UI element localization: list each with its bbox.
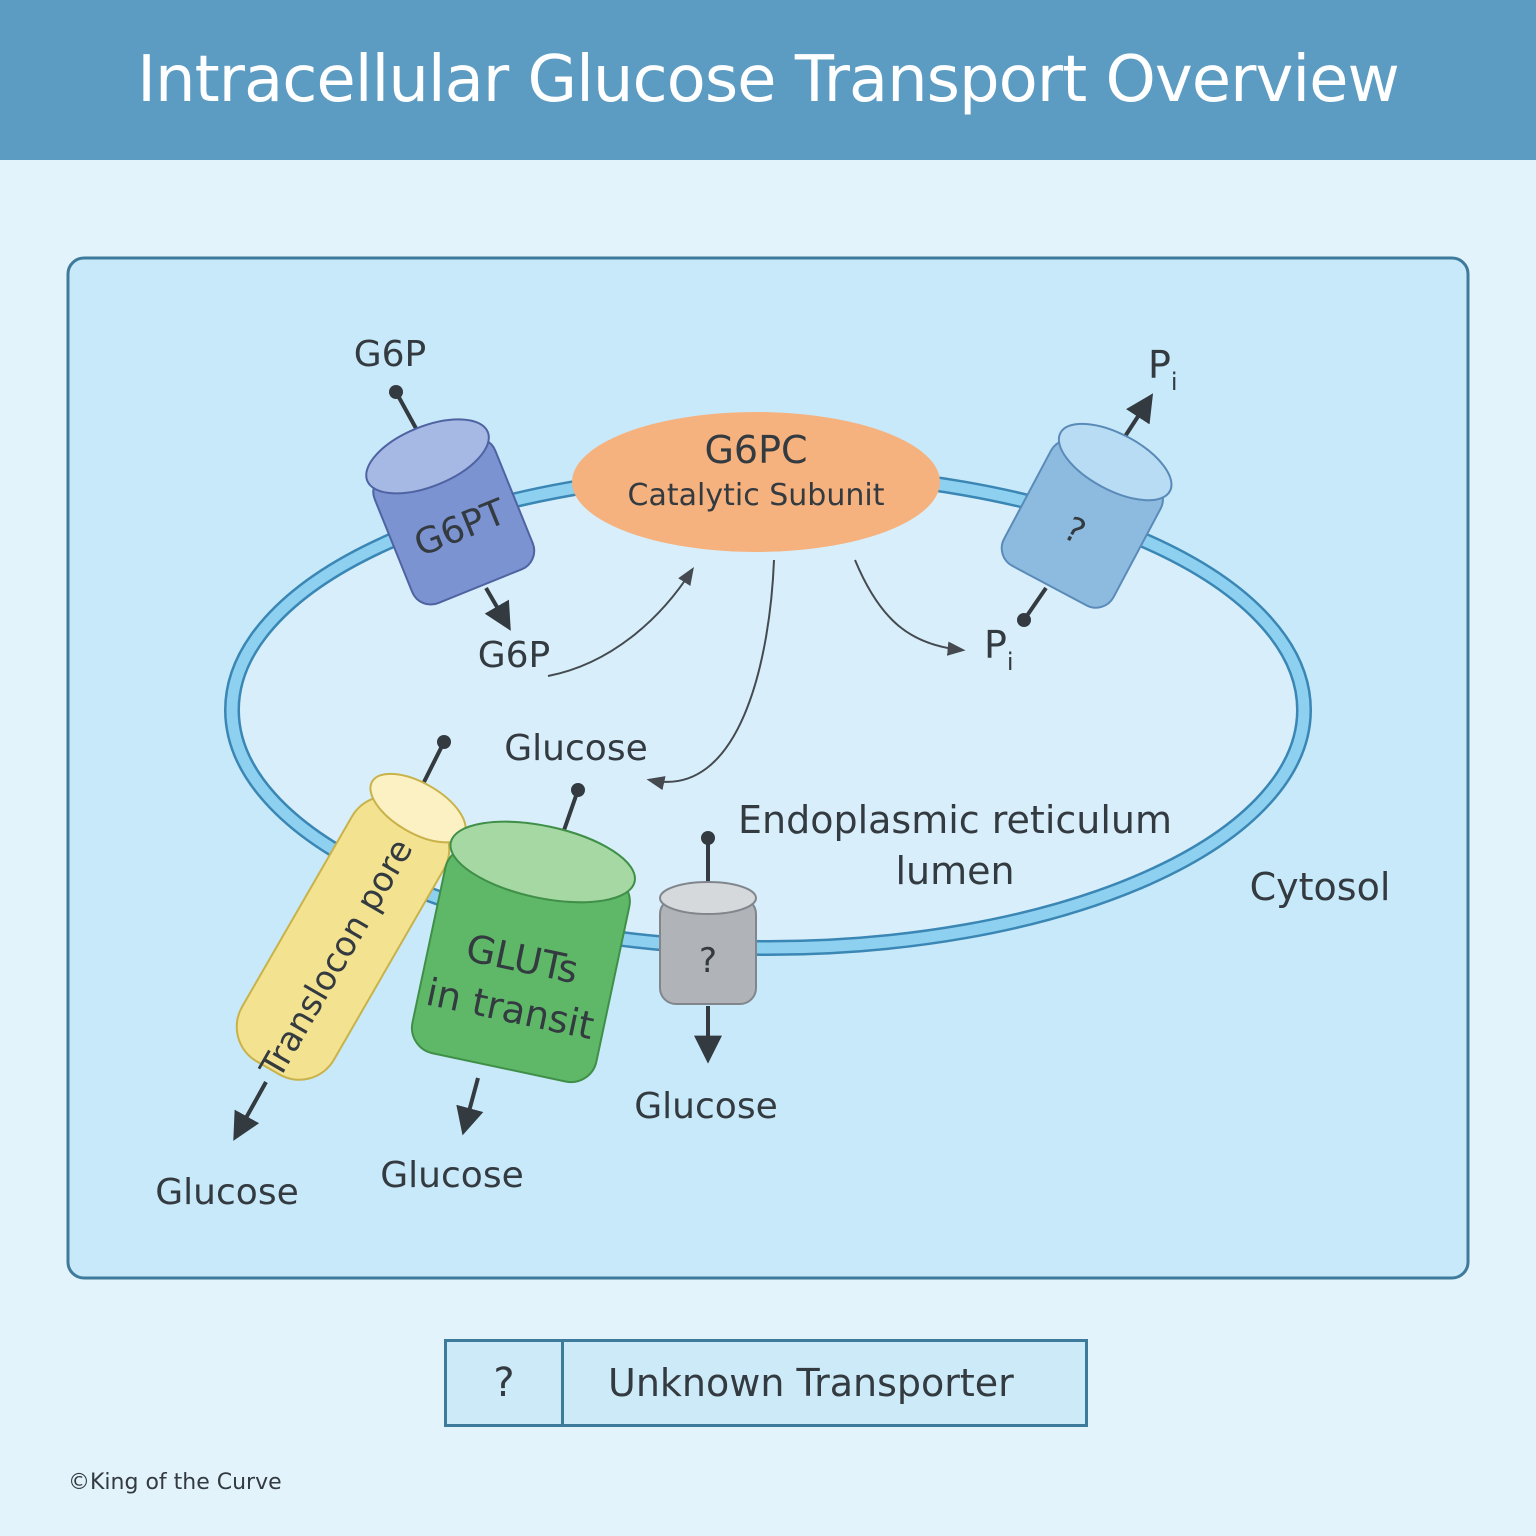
- legend-symbol: ?: [447, 1342, 564, 1424]
- pi-in-subscript: i: [1007, 648, 1014, 676]
- translocon-pore: [233, 735, 467, 1141]
- gluts-vesicle: [410, 783, 636, 1136]
- g6pt-output-label: G6P: [478, 635, 551, 676]
- g6pc-label: G6PC: [704, 428, 807, 472]
- pi-transporter: [1000, 393, 1173, 627]
- g6pc-to-pi-arrow: [854, 559, 966, 656]
- g6pc-to-glucose-arrow: [646, 559, 775, 791]
- cytosol-label: Cytosol: [1250, 865, 1391, 909]
- g6pt-input-label: G6P: [354, 334, 427, 375]
- copyright-text: ©King of the Curve: [68, 1470, 282, 1495]
- header-bar: Intracellular Glucose Transport Overview: [0, 0, 1536, 160]
- pi-out-symbol: P: [1148, 343, 1171, 387]
- gluts-glucose-label: Glucose: [380, 1155, 523, 1196]
- legend-label: Unknown Transporter: [608, 1361, 1014, 1405]
- pi-in-symbol: P: [984, 623, 1007, 667]
- unknown-transporter-label: ?: [699, 941, 717, 981]
- translocon-glucose-label: Glucose: [155, 1172, 298, 1213]
- unknown-glucose-transporter: [659, 831, 757, 1064]
- pi-out-subscript: i: [1171, 368, 1178, 396]
- er-lumen-label-line1: Endoplasmic reticulum: [738, 798, 1172, 842]
- g6pc-enzyme: [572, 412, 940, 552]
- pi-in-label: Pi: [984, 623, 1014, 676]
- g6p-to-g6pc-arrow: [547, 566, 694, 677]
- er-lumen-label-line2: lumen: [895, 849, 1014, 893]
- unknown-glucose-label: Glucose: [634, 1086, 777, 1127]
- page-title: Intracellular Glucose Transport Overview: [137, 43, 1400, 117]
- pi-out-label: Pi: [1148, 343, 1178, 396]
- legend-box: ? Unknown Transporter: [444, 1339, 1088, 1427]
- g6pc-sublabel: Catalytic Subunit: [628, 478, 885, 513]
- er-glucose-label: Glucose: [504, 728, 647, 769]
- g6pt-transporter: [365, 385, 536, 631]
